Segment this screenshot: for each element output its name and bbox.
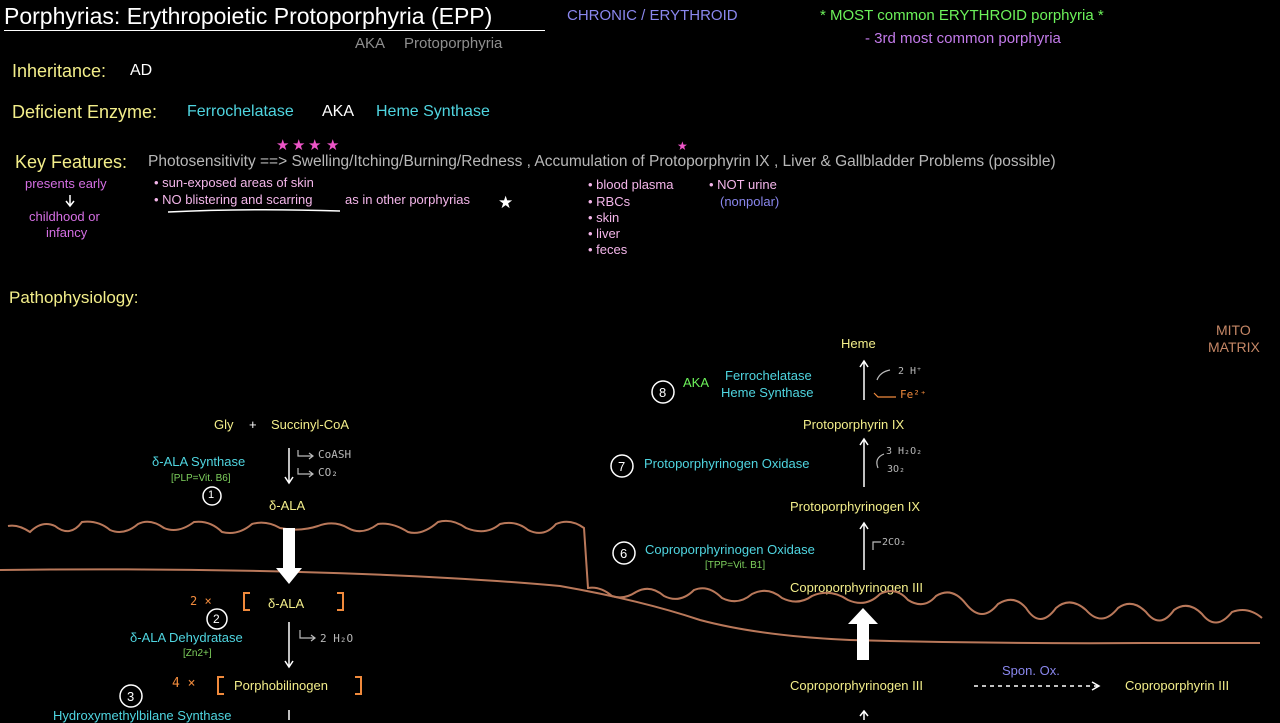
step-8-number: 8 [659,385,667,400]
heme-label: Heme [841,336,876,351]
coproporphyrin-iii-label: Coproporphyrin III [1125,678,1230,693]
reaction-arrows [284,359,1101,720]
skin-bullet-sun: • sun-exposed areas of skin [154,175,314,190]
step-3-number: 3 [127,689,135,704]
skin-bullet-blister: • NO blistering and scarring [154,192,313,207]
matrix-label: MATRIX [1208,339,1260,355]
ala-dehydratase-label: δ-ALA Dehydratase [130,630,243,645]
four-times: 4 × [172,676,196,691]
key-features-label: Key Features: [15,152,128,172]
nonpolar-note: (nonpolar) [720,194,780,209]
o2-label: 3O₂ [887,464,906,475]
accum-bullet-feces: • feces [588,242,628,257]
zn-cofactor: [Zn2+] [183,648,212,659]
importance-stars: ★ ★ ★ ★ ★ [276,136,688,154]
infancy-text: infancy [46,225,88,240]
step-circles [119,380,675,708]
page-title: Porphyrias: Erythropoietic Protoporphyri… [4,3,493,29]
enzyme-name: Ferrochelatase [187,103,294,120]
childhood-text: childhood or [29,209,100,224]
deficient-enzyme-label: Deficient Enzyme: [12,102,158,122]
two-co2-label: 2CO₂ [882,537,907,548]
enzyme-alt-name: Heme Synthase [376,103,490,120]
h2o2-label: 3 H₂O₂ [886,446,923,457]
cp-oxidase-label: Coproporphyrinogen Oxidase [645,542,815,557]
skin-bullet-suffix: as in other porphyrias [345,192,471,207]
step-1-number: 1 [208,489,215,501]
outer-mito-membrane [7,519,1263,624]
mito-label: MITO [1216,322,1251,338]
tpp-cofactor: [TPP=Vit. B1] [705,560,766,571]
third-common-note: - 3rd most common porphyria [865,30,1061,47]
protoporphyrinogen-ix-label: Protoporphyrinogen IX [790,499,921,514]
ala-export-arrow [276,528,302,584]
h2o-label: 2 H₂O [320,632,354,645]
plp-cofactor: [PLP=Vit. B6] [171,473,231,484]
aka-value: Protoporphyria [404,35,503,52]
plus-sign: + [249,417,257,432]
accum-bullet-liver: • liver [588,226,620,241]
two-times: 2 × [190,594,212,608]
key-features-text: Photosensitivity ==> Swelling/Itching/Bu… [148,153,1056,170]
star-icon: ★ [326,136,339,154]
ala-mito-label: δ-ALA [269,498,306,513]
accum-bullet-rbcs: • RBCs [588,194,631,209]
hmb-synthase-label: Hydroxymethylbilane Synthase [53,708,232,723]
star-icon: ★ [308,136,321,154]
category-label: CHRONIC / ERYTHROID [567,7,738,24]
copro-import-arrow [848,608,878,660]
ala-cyto-label: δ-ALA [268,596,305,611]
presents-early: presents early [25,176,107,191]
porphobilinogen-label: Porphobilinogen [234,678,328,693]
most-common-note: * MOST common ERYTHROID porphyria * [820,7,1104,24]
step8-aka: AKA [683,375,710,390]
inner-mito-membrane [0,568,1260,645]
pathophysiology-label: Pathophysiology: [9,288,139,307]
step-6-number: 6 [620,546,628,561]
title-underline [4,30,545,31]
step-7-number: 7 [618,459,626,474]
accum-bullet-plasma: • blood plasma [588,177,674,192]
co2-label: CO₂ [318,466,338,479]
highlight-star-icon: ★ [498,193,513,213]
accum-bullet-skin: • skin [588,210,620,225]
aka-label: AKA [355,35,386,52]
ala-synthase-label: δ-ALA Synthase [152,454,246,469]
coproporphyrinogen-iii-cyto: Coproporphyrinogen III [790,678,923,693]
fe-label: Fe²⁺ [900,388,927,401]
succinyl-coa-label: Succinyl-CoA [271,417,350,432]
star-icon: ★ [677,139,688,153]
inheritance-value: AD [130,62,153,79]
glycine-label: Gly [214,417,234,432]
heme-synthase-label: Heme Synthase [721,385,814,400]
side-arrows [297,369,891,642]
orange-brackets [217,592,362,695]
h-plus-label: 2 H⁺ [898,366,923,377]
spon-ox-label: Spon. Ox. [1002,663,1060,678]
pp-oxidase-label: Protoporphyrinogen Oxidase [644,456,810,471]
ferrochelatase-label: Ferrochelatase [725,368,812,383]
fe-arrow [873,392,896,398]
enzyme-aka: AKA [322,103,355,120]
step-2-number: 2 [213,612,220,626]
coash-label: CoASH [318,448,352,461]
not-urine: • NOT urine [709,177,777,192]
protoporphyrin-ix-label: Protoporphyrin IX [803,417,905,432]
star-icon: ★ [292,136,305,154]
inheritance-label: Inheritance: [12,61,107,81]
blister-underline [167,208,341,213]
presents-early-arrow [65,195,75,208]
star-icon: ★ [276,136,289,154]
